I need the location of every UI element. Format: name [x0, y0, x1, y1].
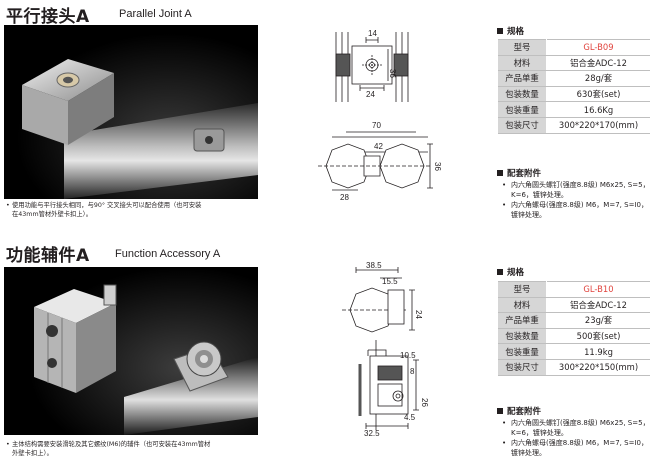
caption-line-2: 在43mm管材外壁卡扣上）。	[12, 211, 93, 218]
spec-key-model: 型号	[498, 39, 547, 56]
square-bullet-icon	[497, 28, 503, 34]
dim-4-5: 4.5	[404, 413, 416, 422]
dim-70: 70	[372, 121, 381, 130]
section2-spec-title: 规格	[497, 266, 524, 278]
dim-24: 24	[366, 90, 375, 99]
spec-value-model: GL-B09	[546, 39, 650, 56]
section1-spec-title: 规格	[497, 25, 524, 37]
dim-26: 26	[420, 398, 429, 407]
spec-key-pack-size: 包装尺寸	[498, 359, 547, 376]
caption-line-1: 使用功能与平行接头相同，与90° 交叉接头可以配合使用（也可安装	[12, 202, 202, 209]
dim-8: 8	[410, 367, 415, 376]
list-item: •内六角螺母(强度8.8级) M6，M=7, S=I0，镀锌处理。	[502, 201, 648, 219]
circle-bullet-icon: •	[502, 439, 507, 448]
section1-caption: •使用功能与平行接头相同，与90° 交叉接头可以配合使用（也可安装 在43mm管…	[6, 201, 266, 219]
section1-product-photo	[4, 25, 258, 199]
section1-technical-drawing: 14 24 36 70 42 28 36	[318, 29, 442, 202]
spec-key-pack-qty: 包装数量	[498, 86, 547, 103]
dim-15-5: 15.5	[382, 277, 398, 286]
spec-key-unit-weight: 产品单重	[498, 70, 547, 87]
section2-title-en: Function Accessory A	[115, 248, 221, 260]
spec-value-pack-weight: 11.9kg	[546, 343, 650, 360]
dim-32-5: 32.5	[364, 429, 380, 438]
section2-technical-drawing: 38.5 15.5 24 10.5 8 26 32.5 4.5	[342, 261, 429, 438]
bullet-icon: •	[6, 441, 10, 448]
spec-key-unit-weight: 产品单重	[498, 312, 547, 329]
section2-title-cn: 功能辅件A	[6, 246, 90, 266]
spec-key-material: 材料	[498, 55, 547, 72]
square-bullet-icon	[497, 170, 503, 176]
spec-row: 材料铝合金ADC-12	[498, 297, 650, 314]
section1-title-cn: 平行接头A	[6, 7, 90, 27]
list-item: •内六角圆头螺钉(强度8.8级) M6x25, S=5，K=6，镀锌处理。	[502, 181, 650, 199]
spec-key-pack-weight: 包装重量	[498, 343, 547, 360]
dim-28: 28	[340, 193, 349, 202]
spec-key-pack-size: 包装尺寸	[498, 117, 547, 134]
spec-key-material: 材料	[498, 297, 547, 314]
caption-line-2: 外壁卡扣上）。	[12, 450, 53, 457]
circle-bullet-icon: •	[502, 181, 507, 189]
spec-value-pack-qty: 630套(set)	[546, 86, 650, 103]
spec-value-pack-size: 300*220*150(mm)	[546, 359, 650, 376]
section2-acc-list: •内六角圆头螺钉(强度8.8级) M6x25, S=5，K=6，镀锌处理。 •内…	[502, 419, 652, 459]
dim-42: 42	[374, 142, 383, 151]
spec-row: 材料铝合金ADC-12	[498, 55, 650, 72]
spec-key-model: 型号	[498, 281, 547, 298]
section2-product-photo	[4, 267, 258, 435]
dim-14: 14	[368, 29, 377, 38]
circle-bullet-icon: •	[502, 201, 507, 210]
spec-value-model: GL-B10	[546, 281, 650, 298]
section1-acc-list: •内六角圆头螺钉(强度8.8级) M6x25, S=5，K=6，镀锌处理。 •内…	[502, 181, 652, 221]
square-bullet-icon	[497, 408, 503, 414]
list-item: •内六角圆头螺钉(强度8.8级) M6x25, S=5，K=6，镀锌处理。	[502, 419, 650, 437]
section1-title-en: Parallel Joint A	[119, 8, 192, 20]
dim-24: 24	[414, 310, 423, 319]
spec-value-material: 铝合金ADC-12	[546, 297, 650, 314]
spec-value-pack-qty: 500套(set)	[546, 328, 650, 345]
list-item: •内六角螺母(强度8.8级) M6，M=7, S=I0，镀锌处理。	[502, 439, 648, 457]
dim-36b: 36	[433, 162, 442, 171]
circle-bullet-icon: •	[502, 419, 507, 427]
square-bullet-icon	[497, 269, 503, 275]
spec-value-unit-weight: 28g/套	[546, 70, 650, 87]
spec-key-pack-qty: 包装数量	[498, 328, 547, 345]
spec-key-pack-weight: 包装重量	[498, 101, 547, 118]
spec-value-material: 铝合金ADC-12	[546, 55, 650, 72]
spec-value-unit-weight: 23g/套	[546, 312, 650, 329]
dim-38-5: 38.5	[366, 261, 382, 270]
dim-10-5: 10.5	[400, 351, 416, 360]
spec-value-pack-weight: 16.6Kg	[546, 101, 650, 118]
dim-36: 36	[388, 69, 397, 78]
spec-value-pack-size: 300*220*170(mm)	[546, 117, 650, 134]
section2-caption: •主体结构需要安装滑轮及其它螺纹(M6)的辅件（也可安装在43mm管材 外壁卡扣…	[6, 440, 266, 458]
section2-acc-title: 配套附件	[497, 405, 541, 417]
bullet-icon: •	[6, 202, 10, 209]
section1-acc-title: 配套附件	[497, 167, 541, 179]
caption-line-1: 主体结构需要安装滑轮及其它螺纹(M6)的辅件（也可安装在43mm管材	[12, 441, 211, 448]
